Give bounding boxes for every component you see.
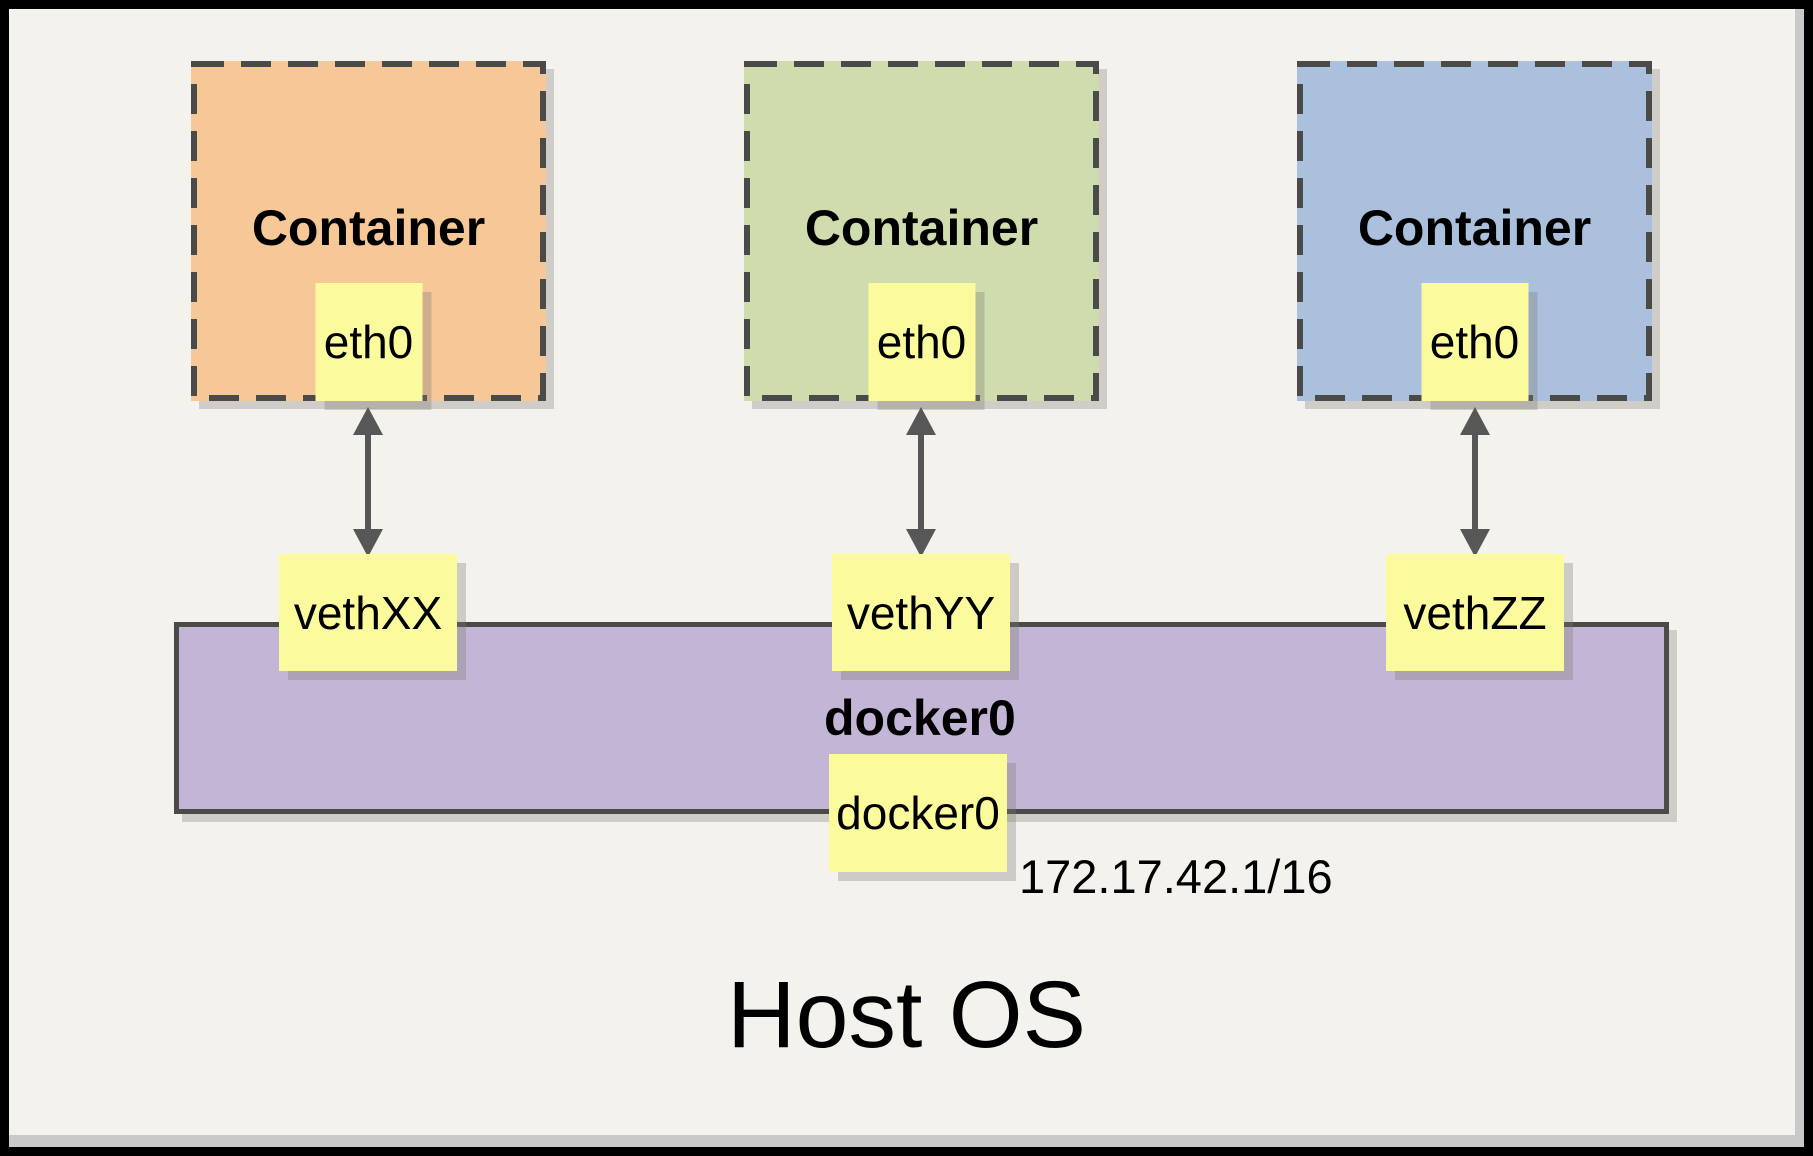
container-box-1: Container eth0	[191, 61, 546, 401]
vethYY-label: vethYY	[846, 586, 996, 639]
container-box-3: Container eth0	[1297, 61, 1652, 401]
container-label: Container	[1357, 200, 1592, 256]
bridge-ip-label: 172.17.42.1/16	[1019, 850, 1333, 903]
double-arrow-icon	[353, 407, 383, 557]
docker0-interface-box: docker0	[829, 754, 1007, 872]
docker0-interface-label: docker0	[836, 787, 1000, 839]
container-label: Container	[804, 200, 1039, 256]
docker0-bridge-label: docker0	[824, 690, 1016, 746]
eth0-interface-box: eth0	[1421, 283, 1528, 401]
eth0-label: eth0	[323, 316, 414, 368]
eth0-interface-box: eth0	[868, 283, 975, 401]
eth0-label: eth0	[1429, 316, 1520, 368]
eth0-interface-box: eth0	[315, 283, 422, 401]
container-box-2: Container eth0	[744, 61, 1099, 401]
container-label: Container	[251, 200, 486, 256]
vethXX-interface-box: vethXX	[279, 554, 457, 671]
vethZZ-label: vethZZ	[1403, 586, 1547, 639]
eth0-label: eth0	[876, 316, 967, 368]
vethXX-label: vethXX	[293, 586, 443, 639]
vethYY-interface-box: vethYY	[832, 554, 1010, 671]
vethZZ-interface-box: vethZZ	[1386, 554, 1564, 671]
host-os-title: Host OS	[727, 962, 1086, 1068]
double-arrow-icon	[1460, 407, 1490, 557]
double-arrow-icon	[906, 407, 936, 557]
